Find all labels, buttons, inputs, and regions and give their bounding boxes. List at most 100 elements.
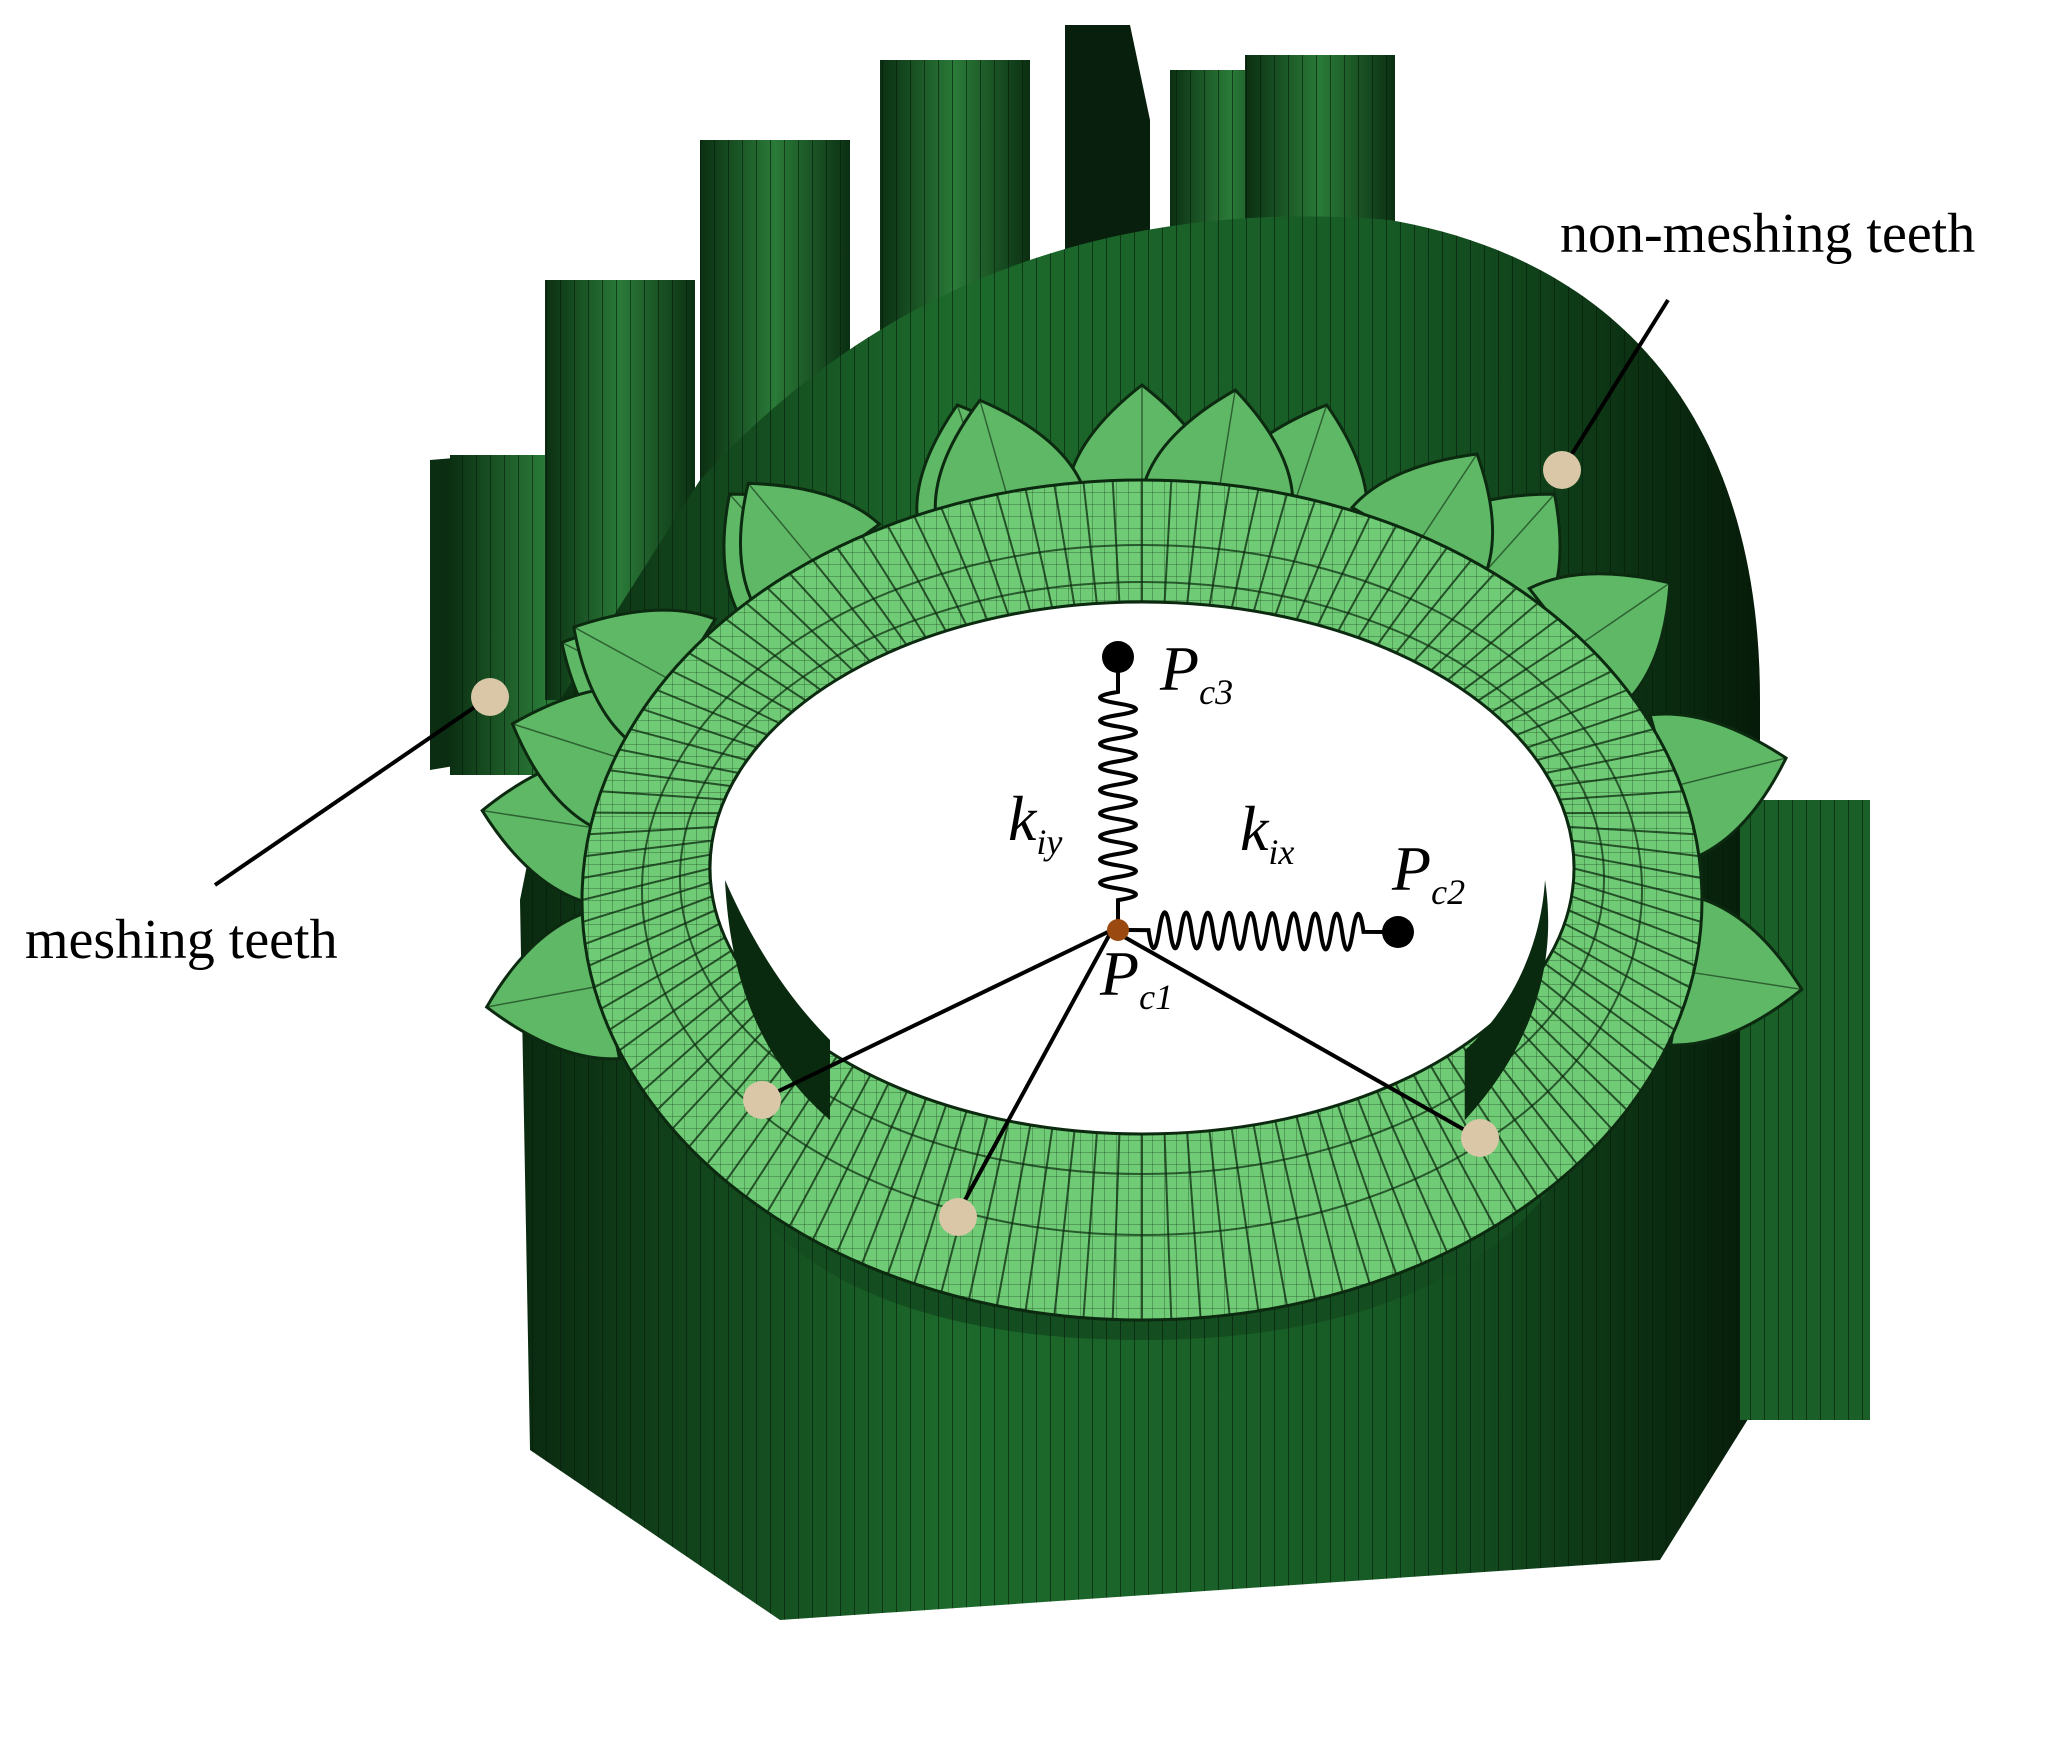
radial-mesh-line bbox=[1185, 482, 1202, 606]
radial-mesh-line bbox=[886, 1102, 948, 1275]
radial-mesh-line bbox=[1445, 602, 1539, 683]
radial-mesh-line bbox=[1571, 880, 1702, 923]
radial-mesh-line bbox=[1556, 935, 1684, 1010]
marker-ring-bottom bbox=[939, 1198, 977, 1236]
radial-mesh-line bbox=[996, 1122, 1032, 1306]
radial-mesh-line bbox=[588, 825, 718, 836]
radial-mesh-line bbox=[913, 515, 969, 628]
radial-mesh-line bbox=[1163, 1131, 1173, 1320]
radial-mesh-line bbox=[1111, 1131, 1121, 1320]
labels: non-meshing teeth meshing teeth Pc3 Pc2 … bbox=[25, 203, 1975, 1017]
radial-mesh-line bbox=[1542, 961, 1666, 1052]
radial-mesh-line bbox=[886, 525, 948, 634]
label-pc3: Pc3 bbox=[1159, 633, 1233, 712]
radial-mesh-line bbox=[788, 1072, 873, 1227]
radial-mesh-line bbox=[1393, 1081, 1473, 1241]
radial-mesh-line bbox=[600, 935, 728, 1010]
radial-mesh-line bbox=[609, 769, 734, 788]
gear-front-face bbox=[480, 383, 1804, 1322]
radial-mesh-line bbox=[1082, 482, 1099, 606]
tooth-mesh-line bbox=[1683, 970, 1802, 991]
radial-mesh-line bbox=[1550, 948, 1676, 1031]
radial-mesh-line bbox=[1557, 790, 1683, 801]
radial-mesh-line bbox=[593, 921, 722, 989]
radial-mesh-line bbox=[1393, 559, 1472, 656]
radial-mesh-line bbox=[1295, 507, 1344, 622]
tooth-mesh-line bbox=[486, 984, 605, 1008]
radial-mesh-line bbox=[642, 987, 760, 1092]
marker-non-meshing bbox=[1543, 451, 1581, 489]
tooth-mesh-line bbox=[512, 723, 626, 761]
radial-mesh-line bbox=[1429, 587, 1518, 673]
label-meshing: meshing teeth bbox=[25, 909, 338, 971]
markers bbox=[471, 451, 1581, 1236]
radial-mesh-line bbox=[1295, 1114, 1344, 1293]
radial-mesh-line bbox=[584, 894, 715, 945]
radial-mesh-line bbox=[1230, 488, 1260, 610]
radial-mesh-line bbox=[1053, 1128, 1076, 1315]
radial-mesh-line bbox=[1230, 1126, 1260, 1311]
spring-kix bbox=[1127, 910, 1385, 952]
radial-mesh-line bbox=[968, 500, 1011, 618]
radial-mesh-line bbox=[1273, 1118, 1317, 1300]
radial-mesh-line bbox=[1543, 748, 1665, 775]
radial-mesh-line bbox=[766, 1063, 856, 1213]
coupling-line-right bbox=[1111, 928, 1478, 1139]
radial-mesh-line bbox=[1534, 728, 1654, 762]
radial-mesh-line bbox=[1411, 572, 1496, 664]
radial-mesh-line bbox=[630, 728, 750, 762]
node-pc2 bbox=[1382, 916, 1414, 948]
radial-mesh-line bbox=[1534, 974, 1655, 1072]
radial-mesh-line bbox=[1185, 1130, 1202, 1318]
radial-mesh-line bbox=[836, 547, 909, 648]
bore-shadow bbox=[725, 880, 1549, 1120]
radial-mesh-line bbox=[619, 748, 741, 775]
radial-mesh-line bbox=[1315, 1108, 1371, 1284]
radial-mesh-line bbox=[812, 559, 891, 656]
tooth-mesh-line bbox=[1670, 757, 1787, 788]
radial-mesh-line bbox=[1513, 999, 1628, 1111]
coupling-lines bbox=[213, 298, 1670, 1214]
radial-mesh-line bbox=[1024, 1126, 1054, 1311]
radial-mesh-line bbox=[629, 974, 750, 1072]
radial-mesh-line bbox=[996, 494, 1032, 614]
radial-mesh-line bbox=[1336, 1102, 1398, 1275]
marker-ring-right bbox=[1461, 1119, 1499, 1157]
tooth-mesh-line bbox=[1217, 389, 1236, 495]
radial-mesh-line bbox=[1571, 853, 1702, 880]
springs bbox=[1098, 672, 1385, 952]
radial-mesh-line bbox=[1315, 515, 1371, 628]
radial-mesh-line bbox=[861, 1096, 928, 1265]
radial-mesh-line bbox=[1571, 867, 1703, 901]
radial-mesh-line bbox=[1252, 494, 1288, 614]
label-non-meshing: non-meshing teeth bbox=[1560, 203, 1975, 265]
node-pc3 bbox=[1102, 641, 1134, 673]
tooth-mesh-line bbox=[1292, 404, 1328, 507]
radial-mesh-line bbox=[1252, 1122, 1288, 1306]
radial-mesh-line bbox=[1273, 500, 1316, 618]
radial-mesh-line bbox=[1208, 485, 1231, 608]
radial-mesh-line bbox=[1356, 1096, 1423, 1265]
radial-mesh-line bbox=[1411, 1072, 1496, 1227]
radial-mesh-line bbox=[608, 948, 734, 1031]
radial-mesh-line bbox=[588, 908, 718, 967]
leader-non-meshing bbox=[1560, 298, 1670, 472]
radial-mesh-line bbox=[811, 1081, 891, 1241]
radial-mesh-line bbox=[836, 1089, 909, 1253]
radial-mesh-line bbox=[1569, 839, 1700, 858]
radial-mesh-line bbox=[1082, 1130, 1099, 1318]
tooth-mesh-line bbox=[1416, 453, 1478, 546]
tooth-mesh-line bbox=[979, 400, 1010, 503]
radial-mesh-line bbox=[1336, 525, 1398, 634]
radial-mesh-line bbox=[967, 1118, 1011, 1300]
front-teeth bbox=[480, 383, 1804, 1061]
radial-mesh-line bbox=[1569, 894, 1700, 945]
radial-mesh-line bbox=[1566, 825, 1696, 836]
radial-mesh-line bbox=[1111, 480, 1121, 605]
label-pc2: Pc2 bbox=[1391, 833, 1465, 912]
spring-kiy bbox=[1098, 672, 1138, 920]
radial-mesh-line bbox=[582, 853, 713, 880]
coupling-line-left bbox=[759, 928, 1113, 1102]
radial-mesh-line bbox=[1024, 488, 1054, 610]
